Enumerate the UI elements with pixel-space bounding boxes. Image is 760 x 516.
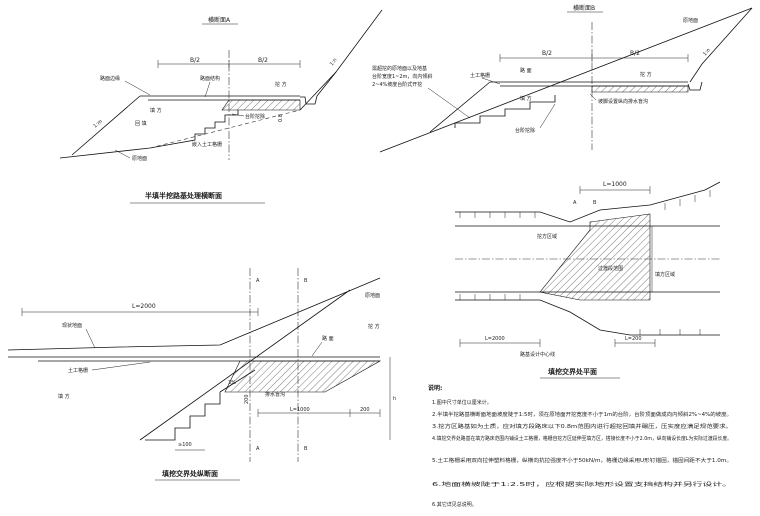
longitudinal-section: A B A B L=2000 现状地面 原地面 挖 方 路 面 土工格栅 填 方…	[7, 268, 396, 481]
section-a-label-fill: 填 方	[150, 107, 162, 114]
section-b: 横断面B B/2 B/2 1:n 原地面 需超挖的原地面以及地基 台阶宽度1~2…	[372, 4, 753, 153]
section-a-label-excavation: 挖 方	[275, 81, 287, 88]
section-a-original-ground	[149, 109, 301, 149]
section-b-slope-right: 1:n	[702, 47, 712, 57]
plan-top-ticks	[459, 190, 711, 218]
section-a-slope-right: 1:n	[329, 57, 339, 67]
notes-heading: 说明:	[428, 384, 442, 392]
long-label-existing: 现状地面	[62, 322, 82, 329]
section-a-dim-left: B/2	[190, 57, 200, 64]
long-dim-step: ≥100	[178, 442, 192, 448]
plan-bottom-profile	[455, 299, 720, 336]
long-dim-top: L=2000	[132, 303, 156, 310]
plan-label-transition: 过渡段范围	[598, 265, 623, 272]
section-b-steps	[454, 95, 556, 128]
section-a-label-road-structure: 路面结构	[200, 75, 220, 82]
notes-item-7: 6.其它详见总说明。	[432, 501, 477, 508]
section-a-title: 横断面A	[208, 16, 231, 24]
long-label-h: h	[393, 396, 396, 402]
section-b-label-excavation: 挖 方	[640, 71, 652, 78]
long-dim-h: 200	[244, 394, 250, 404]
long-label-subgrade: 土工格栅	[68, 367, 88, 374]
plan-label-centerline: 路基设计中心线	[520, 351, 555, 358]
long-steps	[145, 392, 221, 441]
plan-dim-top: L=1000	[603, 181, 627, 188]
notes-item-5: 5.土工格栅采用双向拉伸塑料格栅，纵横向抗拉强度不小于50kN/m，格栅边缘采用…	[432, 457, 732, 464]
section-a-dim-small: 0.8	[278, 114, 284, 122]
section-a-hatch-zone	[221, 99, 301, 111]
section-b-label-ground-line: 原地面	[683, 17, 698, 24]
section-b-hatch-zone	[591, 85, 689, 93]
long-label-slope: 3%	[228, 380, 236, 386]
section-a-label-fill-mat: 回 填	[135, 120, 147, 127]
section-a-label-ground: 原地面	[132, 155, 147, 162]
long-existing-ground	[7, 277, 381, 351]
section-b-label-pavement: 路 面	[520, 67, 532, 74]
section-a: 横断面A B/2 B/2 1:n 1:m 路面边缘 路面结构 填 方 挖 方	[59, 9, 383, 204]
section-a-slope-left: 1:m	[92, 119, 103, 130]
plan-caption: 填挖交界处平面	[548, 367, 597, 376]
section-b-cut-slope	[689, 7, 753, 83]
long-label-fill-top: 路 面	[322, 335, 334, 342]
long-caption: 填挖交界处纵断面	[162, 469, 218, 478]
section-a-caption: 半填半挖路基处理横断面	[145, 191, 222, 200]
section-a-label-pavement-edge: 路面边缘	[100, 75, 120, 82]
section-b-label-treat-2: 台阶宽度1~2m，向内倾斜	[372, 73, 432, 80]
section-b-ditch	[687, 81, 703, 91]
long-label-ground: 原地面	[365, 292, 380, 299]
plan-label-b: B	[593, 200, 597, 206]
plan-label-cut-zone: 挖方区域	[537, 233, 557, 240]
long-label-cut: 挖 方	[368, 323, 380, 330]
long-dim-200: 200	[360, 407, 370, 413]
long-label-a-bottom: A	[256, 446, 260, 452]
section-a-ditch	[300, 95, 318, 105]
notes-item-3: 3.挖方区路基如为土质，应对填方段路床以下0.8m范围内进行超挖回填并碾压，压实…	[432, 423, 732, 430]
plan-dim-bottom-right: L=200	[625, 336, 642, 342]
long-label-drain: 排水盲沟	[265, 391, 285, 398]
long-dim-l: L=1000	[290, 407, 310, 413]
plan-dim-bottom-left: L=2000	[485, 336, 505, 342]
notes: 说明: 1.图中尺寸单位以厘米计。 2.半填半挖路基横断面地面坡度陡于1:5时，…	[428, 384, 732, 508]
section-b-title: 横断面B	[573, 4, 595, 12]
section-a-label-steps: 台阶挖除	[245, 113, 265, 120]
section-b-fill-slope	[429, 81, 491, 133]
section-b-label-fill: 填 方	[520, 95, 532, 102]
plan-bottom-ticks	[459, 294, 701, 335]
long-label-fill: 填 方	[58, 393, 70, 400]
long-label-b-bottom: B	[304, 446, 308, 452]
plan-label-fill-zone: 填方区域	[655, 271, 675, 278]
section-a-label-embed: 嵌入土工格栅	[192, 141, 222, 148]
notes-item-6: 6.地面横坡陡于1:2.5时，应根据实际地形设置支挡结构并另行设计。	[432, 481, 732, 488]
section-b-label-treat-3: 2~4%坡度台阶式开挖	[372, 81, 422, 88]
notes-item-2: 2.半填半挖路基横断面地面坡度陡于1:5时，须在原地面开挖宽度不小于1m的台阶，…	[432, 411, 732, 418]
section-b-label-geogrid: 土工格栅	[470, 72, 490, 79]
long-label-b-top: B	[304, 278, 308, 284]
section-a-steps	[59, 110, 239, 159]
section-b-ground-line	[379, 7, 753, 153]
notes-item-1: 1.图中尺寸单位以厘米计。	[432, 399, 492, 406]
plan-label-a: A	[573, 200, 577, 206]
section-b-label-drain: 坡脚设置纵向排水盲沟	[598, 98, 648, 105]
section-b-dim-left: B/2	[542, 50, 552, 57]
section-b-label-treat-1: 需超挖的原地面以及地基	[372, 65, 427, 72]
notes-item-4: 4.填挖交界处路基在填方路床范围内铺设土工格栅，格栅自挖方区延伸至填方区，搭接长…	[432, 435, 732, 442]
plan-top-profile	[455, 181, 721, 223]
section-b-label-steps: 台阶挖除	[515, 127, 535, 134]
long-original-ground	[139, 289, 351, 441]
long-label-a-top: A	[256, 278, 260, 284]
plan-view: L=1000 A B 挖方区域 过渡段范围 填方	[455, 181, 721, 379]
section-a-dim-right: B/2	[258, 57, 268, 64]
section-a-fill-slope	[71, 95, 141, 156]
plan-transition-zone	[539, 213, 651, 301]
long-hatch-zone	[224, 360, 382, 393]
